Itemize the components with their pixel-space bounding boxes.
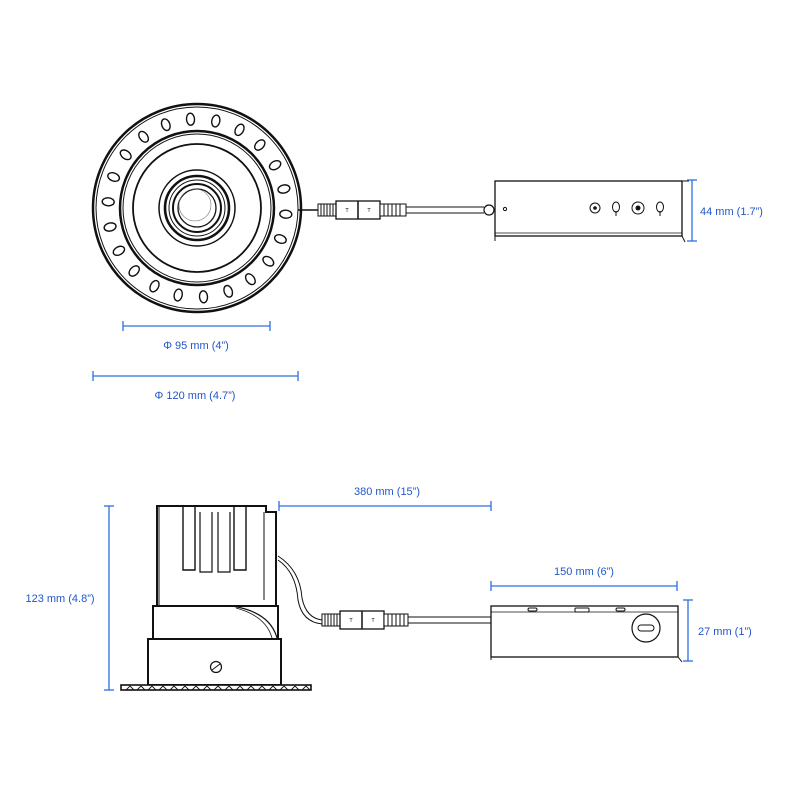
flange-tick (125, 685, 135, 691)
flange-tick (158, 685, 168, 691)
cable-top: T T (298, 200, 495, 220)
mounting-slot (279, 209, 293, 219)
downlight-top (91, 102, 303, 314)
mounting-slot (107, 172, 121, 182)
dim-driver-height: 44 mm (1.7”) (687, 179, 763, 242)
mounting-slot (173, 288, 184, 302)
mounting-slot (198, 290, 209, 304)
mounting-slot (277, 184, 291, 194)
connector-mark: T (344, 208, 349, 214)
mounting-slot (268, 159, 282, 171)
mounting-slot (119, 149, 132, 161)
flange-tick (147, 685, 157, 691)
flange-tick (246, 685, 256, 691)
connector-mark: T (370, 618, 375, 624)
flange-tick (279, 685, 289, 691)
cable-length-label: 380 mm (15”) (354, 486, 420, 498)
driver-side (490, 605, 683, 663)
mounting-slot (254, 139, 266, 151)
side-view: T T 123 mm (4.8” (25, 486, 752, 691)
flange-tick (136, 685, 146, 691)
dim-driver-length: 150 mm (6”) (490, 566, 678, 591)
driver-height-label: 44 mm (1.7”) (700, 206, 763, 218)
flange-tick (180, 685, 190, 691)
mounting-slot (244, 273, 256, 286)
mounting-slot (262, 255, 275, 267)
fixture-height-label: 123 mm (4.8”) (25, 593, 94, 605)
flange-tick (301, 685, 311, 691)
flange-diameter-label: Φ 120 mm (4.7”) (155, 390, 236, 402)
connector-mark: T (366, 208, 371, 214)
flange-tick (290, 685, 300, 691)
flange-tick (202, 685, 212, 691)
downlight-side (120, 505, 312, 691)
top-view: T T (91, 102, 763, 402)
dim-driver-depth: 27 mm (1”) (683, 599, 752, 662)
driver-depth-label: 27 mm (1”) (698, 626, 752, 638)
cable-side: T T (277, 555, 491, 630)
flange-springs (125, 685, 311, 691)
connector-mark: T (348, 618, 353, 624)
mounting-slot (223, 284, 234, 298)
flange-tick (169, 685, 179, 691)
mounting-slot (103, 222, 117, 232)
flange-tick (257, 685, 267, 691)
flange-tick (191, 685, 201, 691)
mounting-slots (101, 112, 293, 304)
mounting-slot (185, 112, 196, 126)
flange-tick (224, 685, 234, 691)
driver-length-label: 150 mm (6”) (554, 566, 614, 578)
mounting-slot (160, 118, 171, 132)
flange-tick (235, 685, 245, 691)
cutout-diameter-label: Φ 95 mm (4”) (163, 340, 229, 352)
mounting-slot (138, 130, 150, 143)
dim-cutout-diameter: Φ 95 mm (4”) (122, 321, 271, 352)
mounting-slot (149, 279, 160, 293)
dim-flange-diameter: Φ 120 mm (4.7”) (92, 371, 299, 402)
driver-top (494, 180, 689, 243)
flange-tick (213, 685, 223, 691)
dim-fixture-height: 123 mm (4.8”) (25, 505, 114, 691)
flange-tick (268, 685, 278, 691)
mounting-slot (128, 265, 140, 277)
mounting-slot (112, 245, 126, 257)
mounting-slot (101, 197, 115, 207)
mounting-slot (234, 123, 245, 137)
mounting-slot (273, 234, 287, 244)
mounting-slot (210, 114, 221, 128)
dim-cable-length: 380 mm (15”) (278, 486, 492, 511)
